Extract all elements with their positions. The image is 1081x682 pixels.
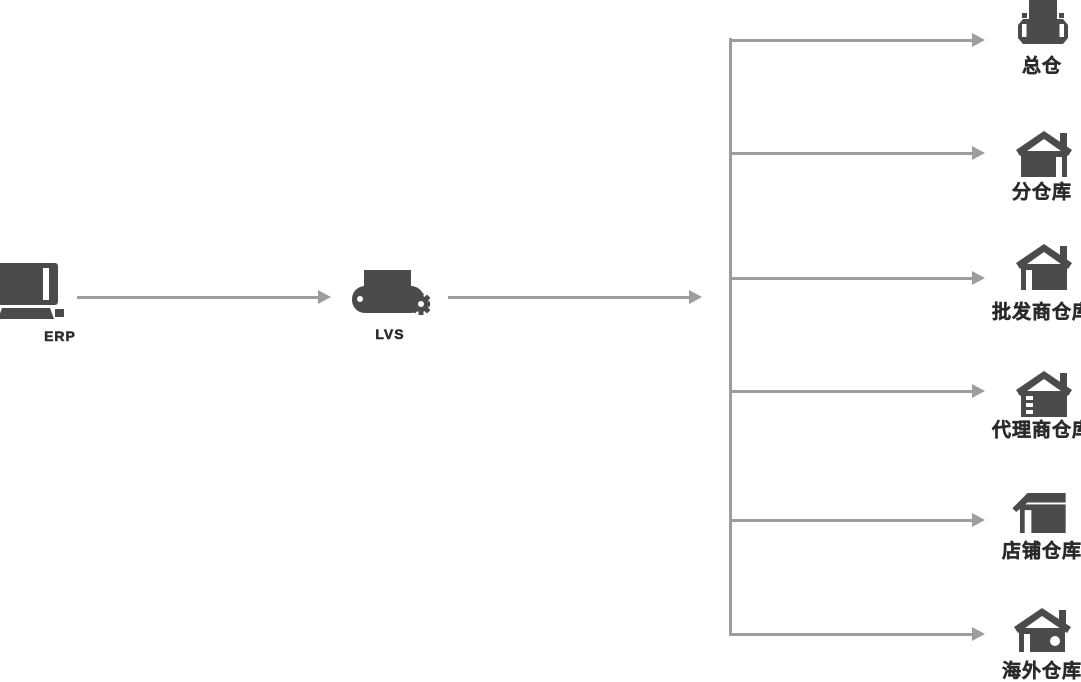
agent-warehouse-icon (1016, 371, 1072, 417)
shop-warehouse-icon (1012, 493, 1066, 533)
lvs-conveyor-icon (352, 270, 430, 318)
lvs-label: LVS (375, 326, 405, 343)
branch-arrowhead-2 (972, 146, 985, 160)
branch-line-3 (731, 276, 972, 280)
branch-line-6 (731, 632, 972, 636)
branch-warehouse-icon (1016, 131, 1072, 177)
branch-line-2 (731, 151, 972, 155)
main-warehouse-box-icon (1018, 0, 1068, 53)
branch-arrowhead-1 (972, 33, 985, 47)
erp-computer-icon (0, 263, 66, 321)
warehouse-label-4: 代理商仓库 (991, 420, 1081, 442)
warehouse-label-6: 海外仓库 (1001, 661, 1081, 682)
overseas-warehouse-icon (1013, 608, 1071, 652)
branch-line-1 (731, 38, 972, 42)
branch-arrowhead-6 (972, 627, 985, 641)
branch-arrowhead-3 (972, 271, 985, 285)
erp-label: ERP (44, 328, 76, 345)
junction-line (729, 38, 732, 636)
arrowhead-erp-to-lvs (318, 290, 331, 304)
warehouse-label-3: 批发商仓库 (991, 302, 1081, 324)
warehouse-label-1: 总仓 (1021, 56, 1062, 78)
arrow-erp-to-lvs (77, 296, 319, 299)
arrow-lvs-to-junction (448, 296, 689, 299)
warehouse-label-5: 店铺仓库 (1001, 541, 1081, 563)
branch-arrowhead-4 (972, 384, 985, 398)
arrowhead-lvs-to-junction (689, 290, 702, 304)
branch-line-4 (731, 389, 972, 393)
wholesaler-warehouse-icon (1016, 244, 1072, 290)
branch-line-5 (731, 518, 972, 522)
branch-arrowhead-5 (972, 513, 985, 527)
warehouse-label-2: 分仓库 (1011, 182, 1072, 204)
